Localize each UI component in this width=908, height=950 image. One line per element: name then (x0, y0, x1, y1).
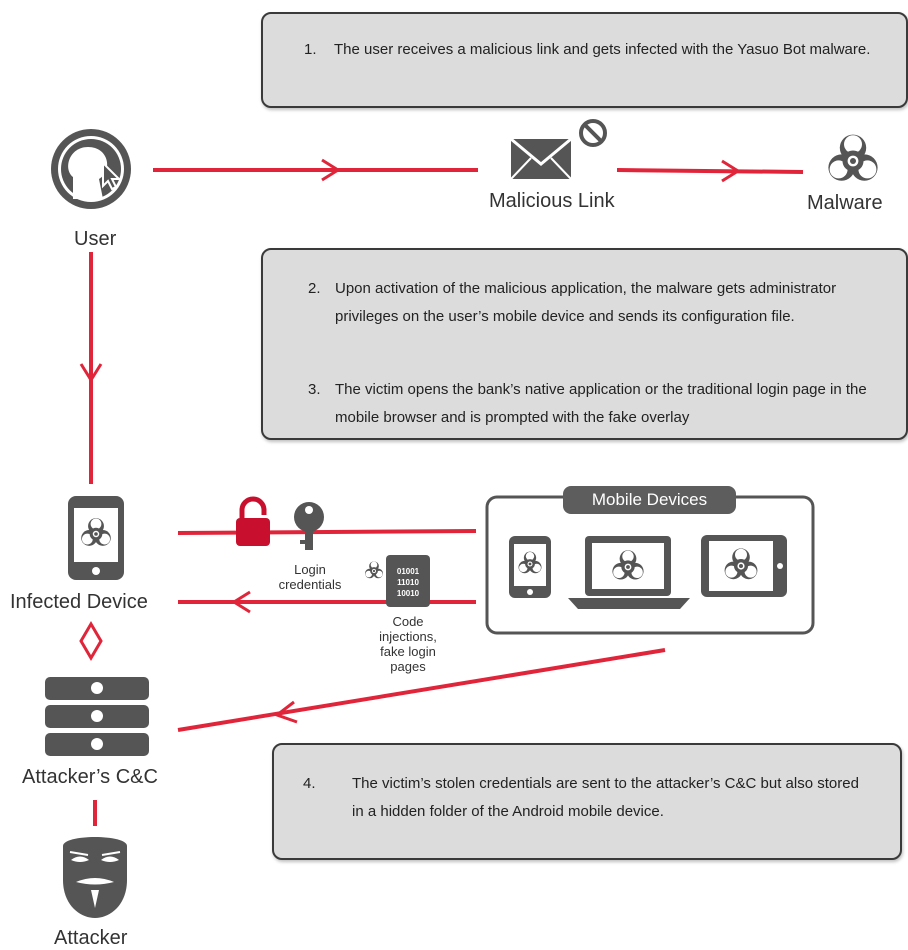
infected-device-label: Infected Device (10, 591, 148, 613)
binary-line-3: 10010 (397, 589, 420, 598)
binary-file-icon: 01001 11010 10010 (386, 555, 430, 607)
mobile-devices-phone-icon (509, 536, 551, 598)
step-3-number: 3. (308, 381, 321, 398)
line-device-to-mobile-credentials (177, 529, 477, 535)
envelope-blocked-icon (510, 118, 608, 180)
step-2-number: 2. (308, 280, 321, 297)
arrowhead-link-to-malware (721, 159, 741, 183)
user-label: User (74, 228, 117, 250)
mobile-devices-header: Mobile Devices (563, 486, 736, 514)
step-1-box (261, 12, 908, 108)
arrowhead-user-to-link (321, 158, 341, 182)
user-cursor-icon (51, 129, 131, 209)
arrow-mobile-to-cc (177, 648, 666, 732)
step-4-box (272, 743, 902, 860)
biohazard-icon (826, 133, 880, 183)
binary-line-2: 11010 (397, 578, 419, 587)
step-3-text: The victim opens the bank’s native appli… (335, 381, 867, 426)
arrowhead-mobile-to-cc (273, 700, 298, 724)
attacker-cc-label: Attacker’s C&C (22, 766, 158, 788)
malicious-link-label: Malicious Link (489, 190, 615, 212)
connectors (79, 158, 804, 826)
arrowhead-mobile-to-device (231, 590, 251, 614)
step-1-number: 1. (304, 41, 317, 58)
login-credentials-label: Login credentials (278, 562, 342, 592)
code-injections-label: Code injections, fake login pages (379, 614, 437, 674)
arrow-link-to-malware (616, 168, 804, 174)
server-stack-icon (45, 677, 149, 756)
tablet-icon (701, 535, 787, 597)
step-2-text: Upon activation of the malicious applica… (335, 280, 837, 325)
step-2-3-box (261, 248, 908, 440)
key-icon (294, 502, 324, 550)
bidirectional-diamond (79, 621, 103, 661)
attacker-label: Attacker (54, 927, 128, 949)
padlock-open-icon (236, 496, 270, 546)
step-4-text: The victim’s stolen credentials are sent… (352, 775, 859, 820)
malware-label: Malware (807, 192, 883, 214)
laptop-icon (568, 536, 690, 609)
binary-line-1: 01001 (397, 567, 420, 576)
anonymous-mask-icon (63, 837, 127, 918)
step-4-number: 4. (303, 775, 316, 792)
smartphone-icon (68, 496, 124, 580)
arrowhead-user-to-device (79, 363, 103, 383)
step-1-text: The user receives a malicious link and g… (334, 41, 871, 58)
small-biohazard-icon (364, 560, 384, 579)
